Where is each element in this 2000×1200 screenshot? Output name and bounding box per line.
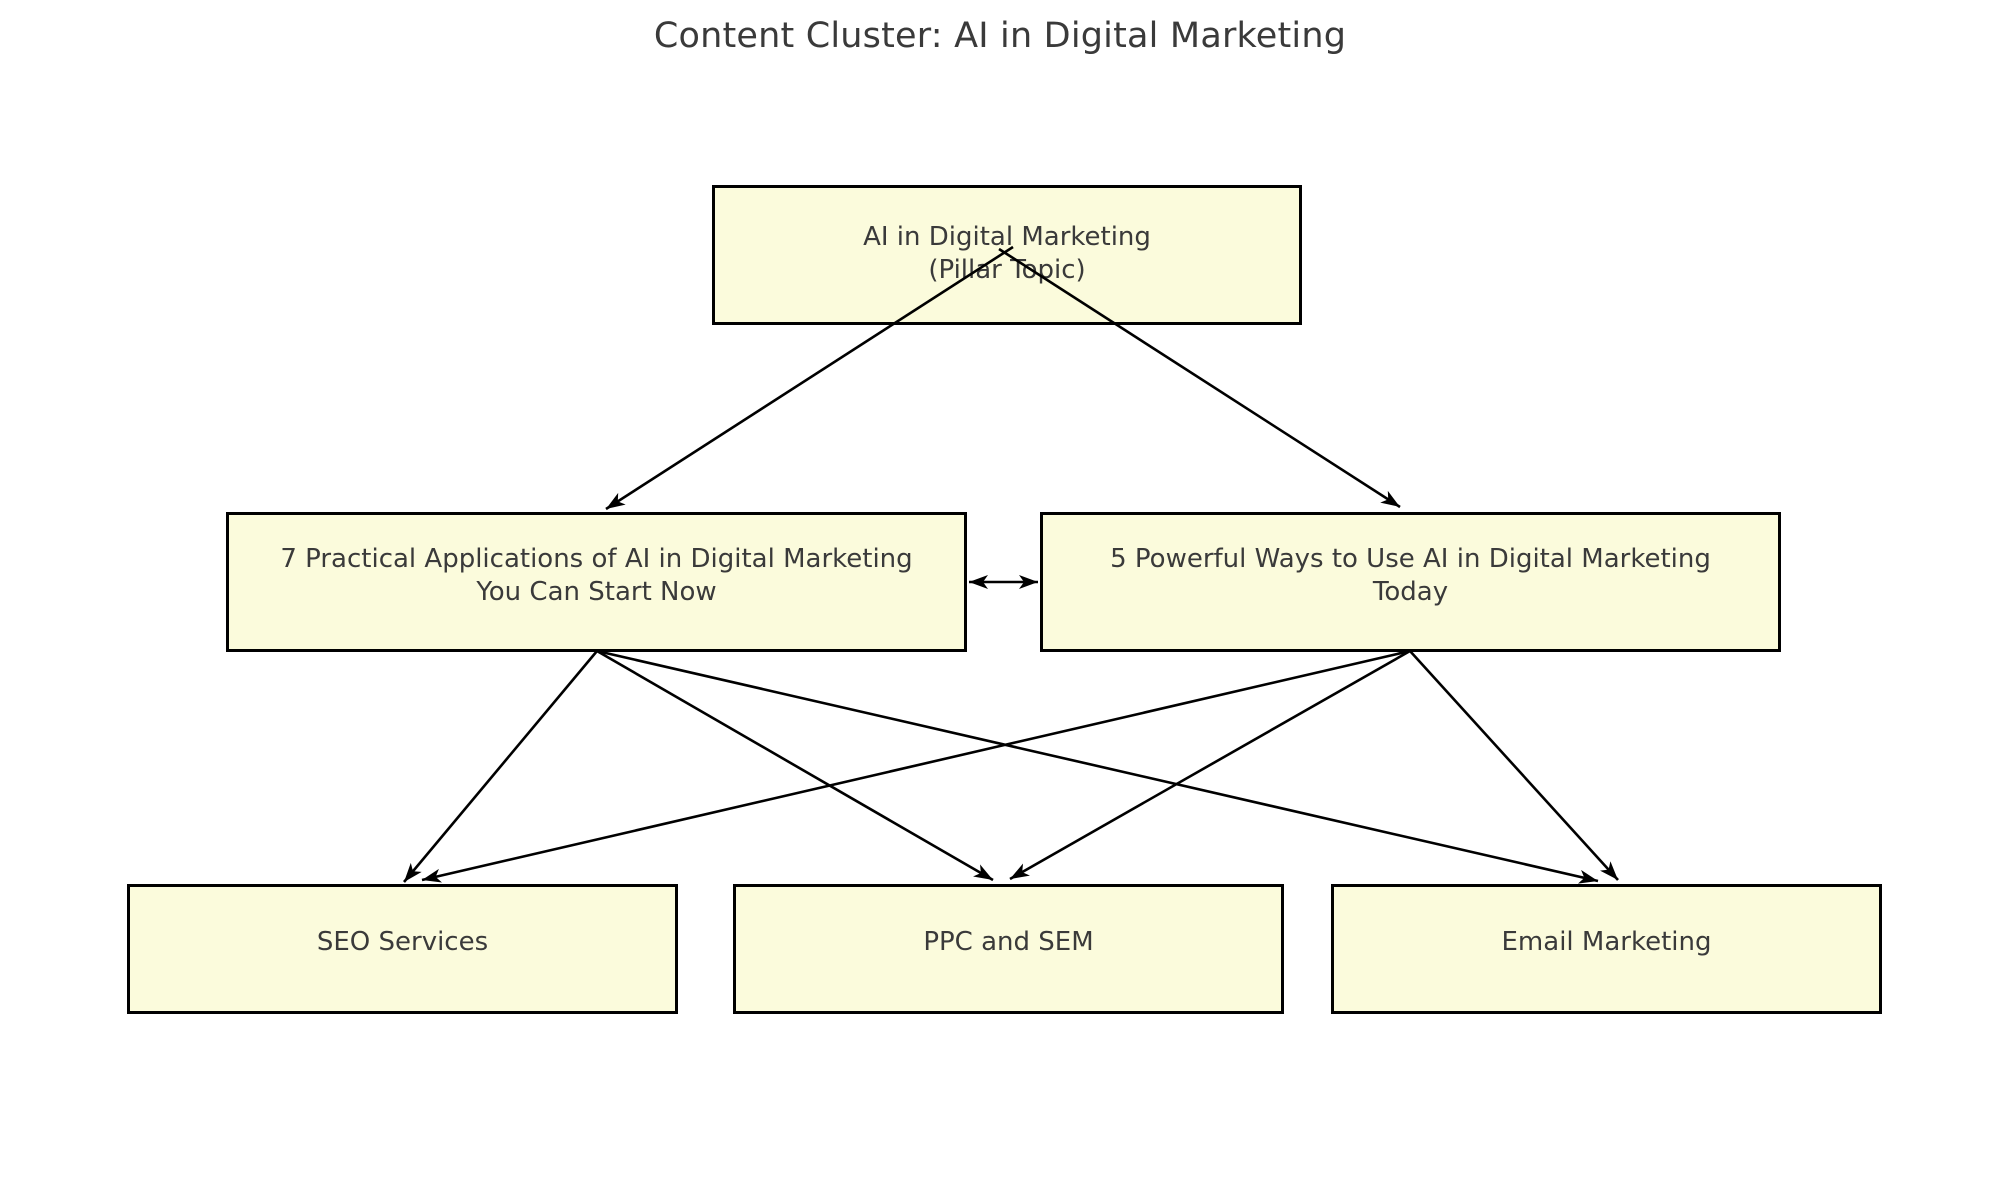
node-cluster-article-7-practical-applications: 7 Practical Applications of AI in Digita… <box>226 512 967 652</box>
edge-cluster-left-to-seo <box>403 650 598 883</box>
node-pillar-topic: AI in Digital Marketing (Pillar Topic) <box>712 185 1302 325</box>
node-cluster-article-5-powerful-ways: 5 Powerful Ways to Use AI in Digital Mar… <box>1040 512 1781 652</box>
node-seo-services: SEO Services <box>127 884 678 1014</box>
edge-cluster-right-to-seo <box>421 649 1411 883</box>
node-email-marketing: Email Marketing <box>1331 884 1882 1014</box>
edge-cluster-left-to-email <box>596 649 1599 884</box>
edge-cluster-left-to-ppc <box>596 649 994 882</box>
diagram-title: Content Cluster: AI in Digital Marketing <box>653 16 1347 56</box>
node-ppc-and-sem: PPC and SEM <box>733 884 1284 1014</box>
edge-cluster-right-to-email <box>1409 650 1619 881</box>
edge-cluster-right-to-ppc <box>1009 649 1411 881</box>
